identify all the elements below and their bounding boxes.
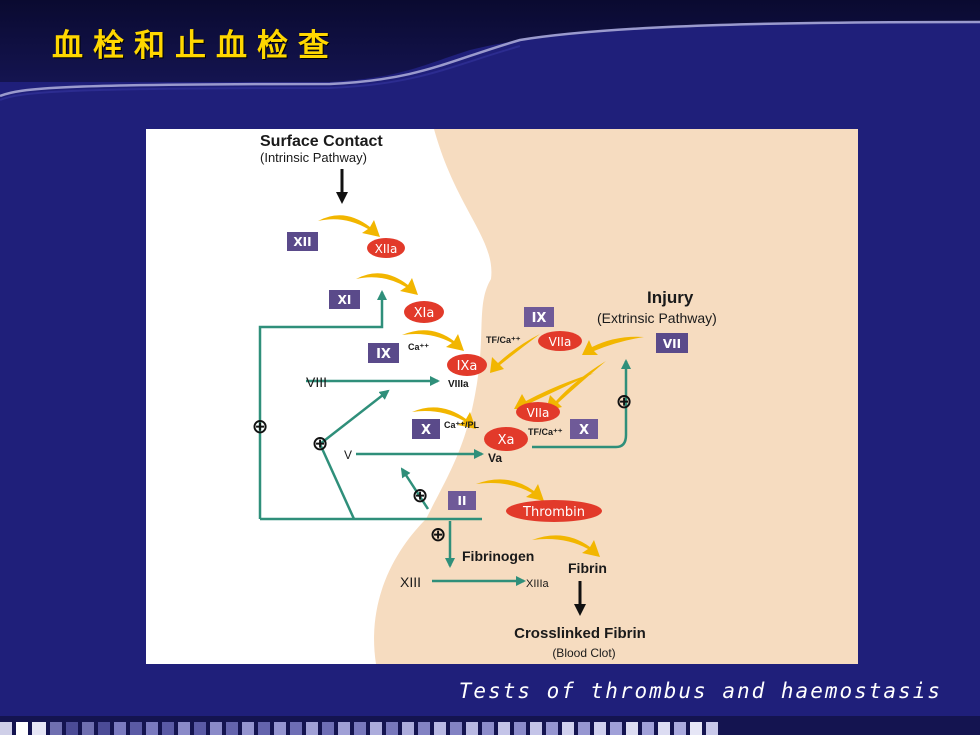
tf-ca-cofactor-1: TF/Ca⁺⁺: [486, 335, 521, 345]
svg-text:X: X: [579, 423, 589, 438]
svg-text:VII: VII: [663, 337, 681, 351]
factor-ii-box: II: [448, 491, 476, 510]
svg-text:VIIa: VIIa: [549, 335, 572, 349]
plus-sign-thrombin: ⊕: [412, 483, 429, 507]
svg-text:X: X: [421, 423, 431, 438]
factor-viia2-ellipse: VIIa: [516, 402, 560, 422]
plus-sign-right: ⊕: [616, 389, 633, 413]
svg-text:XIIa: XIIa: [375, 242, 398, 256]
factor-ix-box: IX: [368, 343, 399, 363]
plus-sign-fibrinogen: ⊕: [430, 522, 447, 546]
intrinsic-subtitle: (Intrinsic Pathway): [260, 150, 367, 165]
plus-sign-mid: ⊕: [312, 431, 329, 455]
factor-x-ext-box: X: [570, 419, 598, 439]
extrinsic-subtitle: (Extrinsic Pathway): [597, 310, 717, 326]
intrinsic-title: Surface Contact: [260, 133, 383, 150]
product-sublabel: (Blood Clot): [552, 646, 615, 660]
factor-xiii-label: XIII: [400, 574, 421, 590]
svg-text:XII: XII: [293, 235, 311, 249]
factor-ixa-ellipse: IXa: [447, 354, 487, 376]
svg-text:IXa: IXa: [457, 359, 478, 374]
svg-text:VIIa: VIIa: [527, 406, 550, 420]
injury-region: [374, 129, 858, 664]
factor-xiia-ellipse: XIIa: [367, 238, 405, 258]
factor-viiia-label: VIIIa: [448, 379, 469, 390]
plus-sign-left: ⊕: [252, 414, 269, 438]
svg-text:IX: IX: [376, 347, 391, 362]
svg-text:XIa: XIa: [414, 306, 435, 321]
svg-text:XI: XI: [338, 293, 352, 307]
factor-vii-box: VII: [656, 333, 688, 353]
fibrin-label: Fibrin: [568, 560, 607, 576]
factor-xiiia-label: XIIIa: [526, 578, 550, 590]
slide-subtitle: Tests of thrombus and haemostasis: [458, 679, 942, 703]
factor-va-label: Va: [488, 451, 502, 465]
factor-ix-ext-box: IX: [524, 307, 554, 327]
factor-xa-ellipse: Xa: [484, 427, 528, 451]
factor-xia-ellipse: XIa: [404, 301, 444, 323]
factor-viia-ellipse: VIIa: [538, 331, 582, 351]
factor-v-label: V: [344, 448, 352, 462]
svg-text:II: II: [458, 494, 467, 508]
ca-pl-cofactor: Ca⁺⁺/PL: [444, 420, 480, 430]
factor-viii-label: VIII: [306, 374, 327, 390]
slide-title: 血栓和止血检查: [52, 28, 339, 64]
factor-xi-box: XI: [329, 290, 360, 309]
product-label: Crosslinked Fibrin: [514, 625, 646, 642]
coagulation-cascade-diagram: Surface Contact (Intrinsic Pathway) Inju…: [146, 129, 858, 664]
svg-text:IX: IX: [532, 311, 547, 326]
thrombin-ellipse: Thrombin: [506, 500, 602, 522]
tf-ca-cofactor-2: TF/Ca⁺⁺: [528, 427, 563, 437]
bottom-stripe-decoration: [0, 722, 718, 735]
factor-xii-box: XII: [287, 232, 318, 251]
svg-text:Xa: Xa: [498, 433, 515, 448]
extrinsic-title: Injury: [647, 288, 694, 307]
ca-cofactor-1: Ca⁺⁺: [408, 342, 429, 352]
factor-x-box: X: [412, 419, 440, 439]
fibrinogen-label: Fibrinogen: [462, 548, 534, 564]
svg-text:Thrombin: Thrombin: [522, 505, 585, 520]
